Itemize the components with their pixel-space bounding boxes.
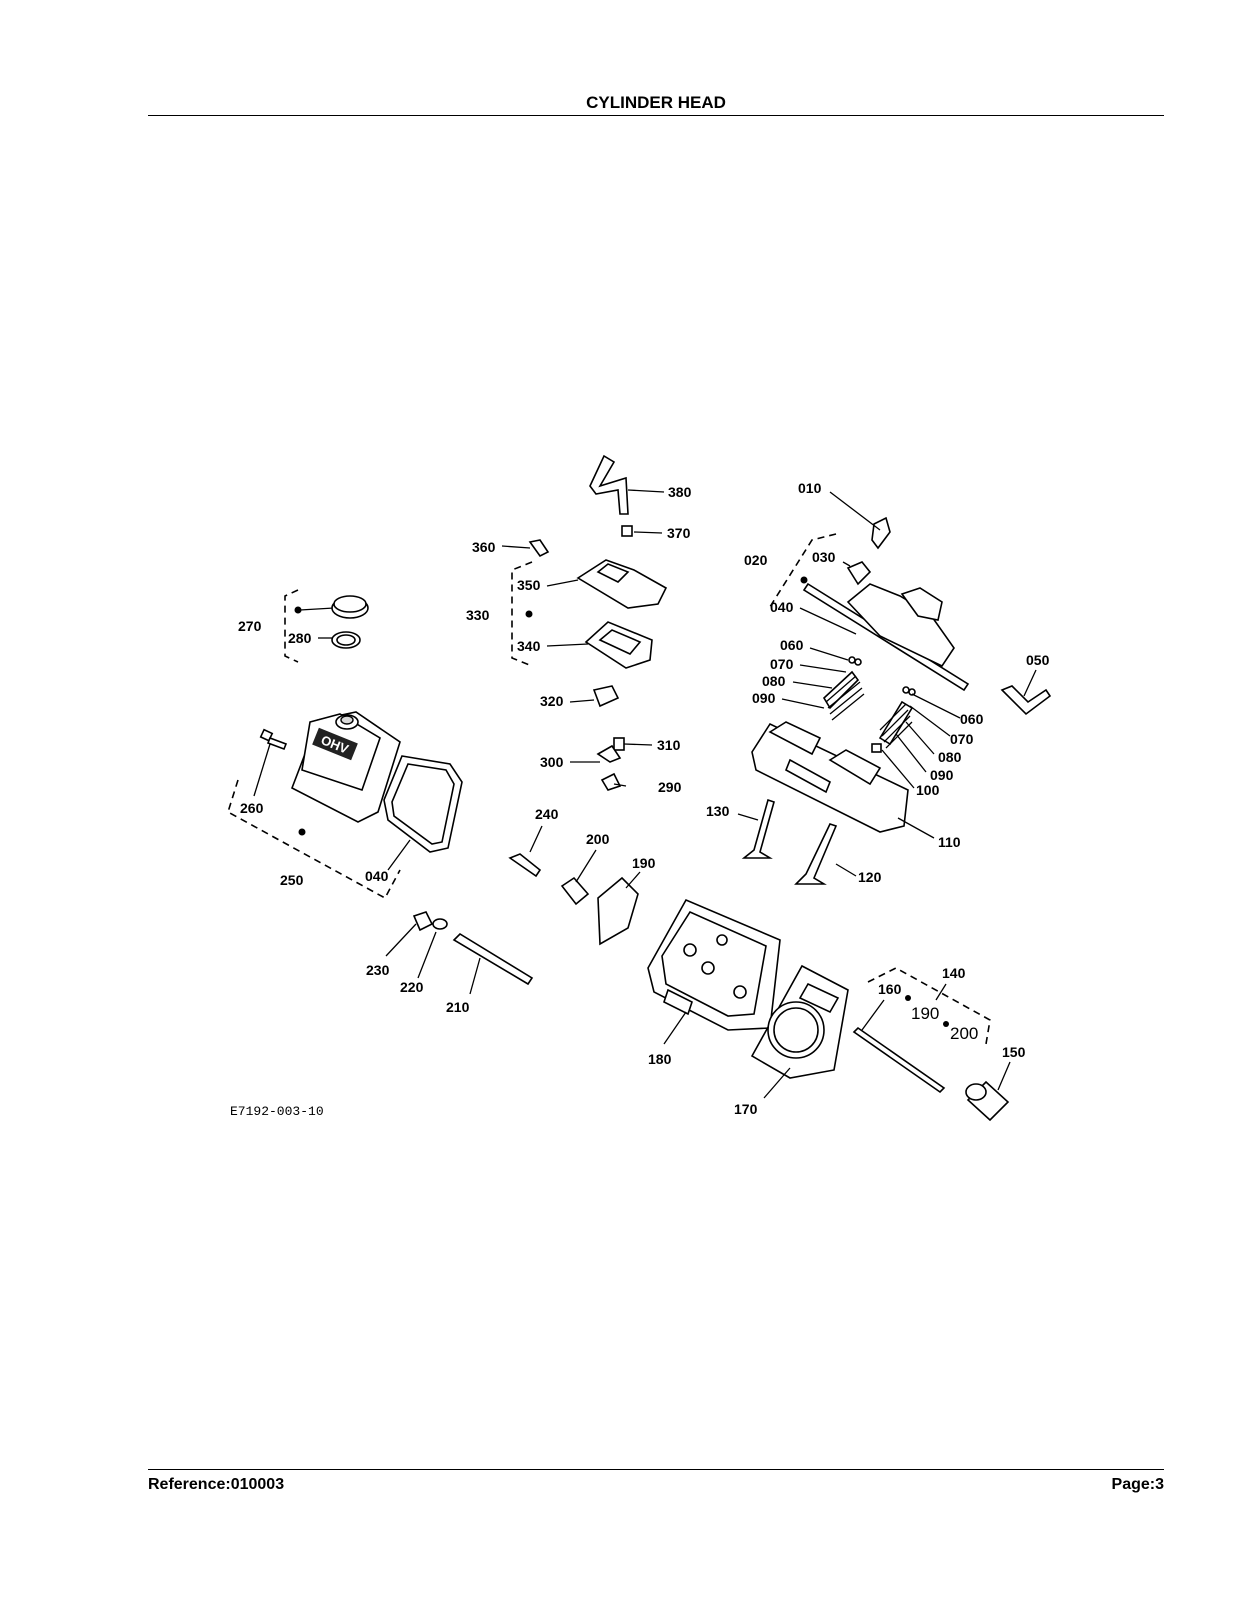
bracket-250 — [227, 779, 401, 900]
callout-020: 020 — [744, 552, 768, 568]
callout-labels: 010 020 030 040 050 060 070 080 090 060 … — [230, 480, 1050, 1119]
callout-040-top: 040 — [770, 599, 794, 615]
filler-cap-part — [294, 595, 369, 649]
footer-rule — [148, 1469, 1164, 1470]
callout-360: 360 — [472, 539, 496, 555]
callout-070-left: 070 — [770, 656, 794, 672]
clamp-370-part — [621, 525, 633, 537]
figure-code: E7192-003-10 — [230, 1104, 324, 1119]
callout-130: 130 — [706, 803, 730, 819]
reference-label: Reference:010003 — [148, 1476, 285, 1493]
callout-220: 220 — [400, 979, 424, 995]
rocker-cover-part: OHV — [290, 711, 401, 836]
kit-note-190: 190 — [911, 1004, 939, 1023]
callout-170: 170 — [734, 1101, 758, 1117]
valve-130-part — [741, 798, 775, 859]
callout-250: 250 — [280, 872, 304, 888]
callout-300: 300 — [540, 754, 564, 770]
bracket-270 — [284, 589, 299, 663]
callout-060-left: 060 — [780, 637, 804, 653]
bolt-030-part — [846, 561, 872, 586]
valve-springs-left-part — [822, 656, 865, 721]
bolt-010-part — [871, 516, 891, 550]
callout-180: 180 — [648, 1051, 672, 1067]
bolt-260-part — [259, 728, 288, 751]
callout-100: 100 — [916, 782, 940, 798]
valve-120-part — [794, 823, 838, 885]
callout-200: 200 — [586, 831, 610, 847]
nut-230-part — [412, 911, 434, 932]
tappet-part — [965, 1080, 1010, 1122]
callout-060-right: 060 — [960, 711, 984, 727]
kit-note-200: 200 — [950, 1024, 978, 1043]
callout-290: 290 — [658, 779, 682, 795]
valve-cover-part — [800, 576, 970, 692]
callout-350: 350 — [517, 577, 541, 593]
callout-340: 340 — [517, 638, 541, 654]
breather-pipe-part — [589, 454, 629, 515]
callout-050: 050 — [1026, 652, 1050, 668]
plate-190-part — [597, 876, 639, 946]
callout-310: 310 — [657, 737, 681, 753]
header-rule — [148, 115, 1164, 116]
callout-260: 260 — [240, 800, 264, 816]
guide-320-part — [592, 685, 620, 708]
callout-230: 230 — [366, 962, 390, 978]
push-rod-part — [852, 1026, 946, 1094]
bolt-310-part — [613, 737, 625, 751]
callout-110: 110 — [938, 834, 961, 850]
clamp-290-part — [600, 772, 622, 791]
callout-090-left: 090 — [752, 690, 776, 706]
callout-140: 140 — [942, 965, 966, 981]
rocker-support-part — [751, 721, 909, 833]
page-title: CYLINDER HEAD — [586, 93, 726, 112]
callout-240: 240 — [535, 806, 559, 822]
breather-cover-part — [576, 559, 668, 609]
bracket-050-part — [1000, 685, 1052, 716]
callout-120: 120 — [858, 869, 882, 885]
bracket-020 — [767, 533, 837, 611]
callout-030: 030 — [812, 549, 836, 565]
bolt-360-part — [528, 539, 550, 558]
callout-320: 320 — [540, 693, 564, 709]
callout-150: 150 — [1002, 1044, 1026, 1060]
callout-210: 210 — [446, 999, 470, 1015]
callout-190: 190 — [632, 855, 656, 871]
sleeve-200-part — [560, 876, 590, 906]
bracket-330 — [511, 561, 533, 667]
callout-090-right: 090 — [930, 767, 954, 783]
callout-280: 280 — [288, 630, 312, 646]
callout-070-right: 070 — [950, 731, 974, 747]
stud-210-part — [452, 932, 534, 986]
valve-springs-right-part — [871, 686, 916, 753]
callout-040-bottom: 040 — [365, 868, 389, 884]
cylinder-head-part — [647, 898, 781, 1031]
bracket-140 — [867, 967, 991, 1045]
callout-160: 160 — [878, 981, 902, 997]
callout-080-left: 080 — [762, 673, 786, 689]
callout-380: 380 — [668, 484, 692, 500]
callout-330: 330 — [466, 607, 490, 623]
callout-080-right: 080 — [938, 749, 962, 765]
callout-370: 370 — [667, 525, 691, 541]
bolt-240-part — [508, 853, 542, 878]
washer-220-part — [432, 918, 448, 930]
page-number: Page:3 — [1111, 1476, 1164, 1493]
leader-lines — [253, 489, 1037, 1099]
clamp-300-part — [596, 744, 622, 763]
callout-270: 270 — [238, 618, 262, 634]
callout-010: 010 — [798, 480, 822, 496]
